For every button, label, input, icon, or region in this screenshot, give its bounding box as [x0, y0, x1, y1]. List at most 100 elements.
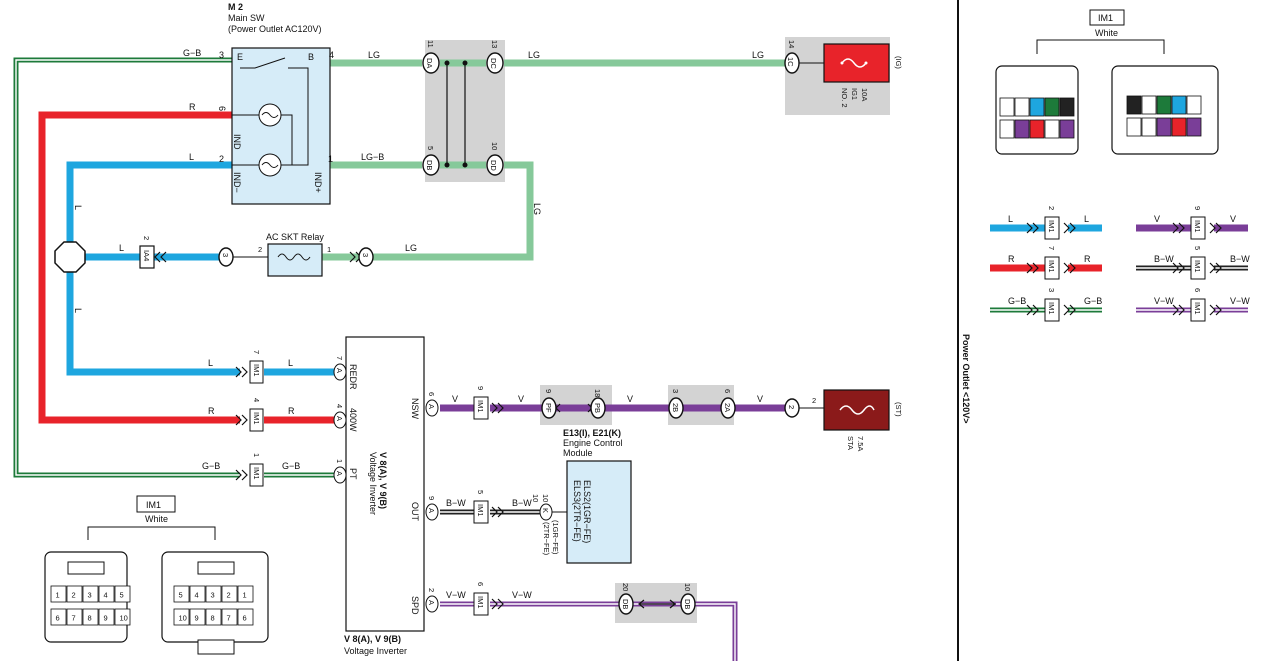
- svg-text:L: L: [208, 358, 213, 368]
- legend-pair-3: R R IM1 7: [990, 246, 1102, 280]
- legend-pair-left-label: L: [1008, 214, 1013, 224]
- right-top-pin-label-4: 2: [227, 591, 231, 600]
- right-top-pin-1: [173, 585, 190, 603]
- main-sw-sub: (Power Outlet AC120V): [228, 24, 322, 34]
- legend-pair-pin: 3: [1047, 288, 1056, 292]
- left-bottom-pin-label-4: 9: [104, 614, 108, 623]
- left-top-pin-5: [114, 585, 131, 603]
- svg-text:1: 1: [327, 245, 331, 254]
- legend-pair-right-label: L: [1084, 214, 1089, 224]
- svg-text:1C: 1C: [786, 57, 795, 67]
- right-top-pin-4: [221, 585, 238, 603]
- wire-label-l-vert1: L: [73, 205, 83, 210]
- svg-text:White: White: [145, 514, 168, 524]
- svg-text:10A: 10A: [860, 88, 869, 101]
- svg-text:STA: STA: [846, 436, 855, 450]
- legend-pair-pin: 6: [1193, 288, 1202, 292]
- left-bottom-pin-3: [82, 608, 99, 626]
- svg-text:PB: PB: [593, 403, 602, 413]
- legend-pair-conn: IM1: [1047, 302, 1056, 315]
- legend-pair-left-label: V−W: [1154, 296, 1174, 306]
- im1-pin-5: IM1 5: [473, 490, 504, 524]
- inverter-pin-400w: A 4 400W: [333, 404, 358, 432]
- right-top-pin-label-3: 3: [211, 591, 215, 600]
- legend-pair-left-label: R: [1008, 254, 1015, 264]
- svg-text:3: 3: [671, 389, 680, 393]
- wire-label-lg-2: LG: [528, 50, 540, 60]
- svg-text:2: 2: [427, 588, 436, 592]
- svg-text:DD: DD: [489, 160, 498, 171]
- inverter-pin-pt: A 1 PT: [333, 459, 358, 484]
- voltage-inverter: V 8(A), V 9(B) Voltage Inverter V 8(A), …: [344, 336, 425, 656]
- wire-r: [38, 111, 335, 424]
- wire-l: [66, 161, 335, 376]
- left-top-pin-label-3: 3: [88, 591, 92, 600]
- legend-pair-right-label: V−W: [1230, 296, 1250, 306]
- fuse-ig-tag: (IG): [894, 56, 903, 69]
- wire-label-lg-vert: LG: [532, 203, 542, 215]
- svg-text:2: 2: [258, 245, 262, 254]
- conn-10-dd: DD 10: [486, 142, 504, 176]
- main-sw-pin-e: E: [237, 52, 243, 62]
- svg-text:2: 2: [812, 396, 816, 405]
- legend-pair-right-label: R: [1084, 254, 1091, 264]
- svg-text:10: 10: [531, 494, 540, 502]
- right-top-pin-label-2: 4: [195, 591, 199, 600]
- sidebar-title: Power Outlet <120V>: [961, 334, 971, 424]
- svg-text:SPD: SPD: [410, 596, 420, 615]
- svg-text:IM1: IM1: [252, 412, 261, 425]
- svg-text:2: 2: [787, 405, 796, 409]
- svg-text:OUT: OUT: [410, 502, 420, 522]
- right-bottom-pin-1: [173, 608, 190, 626]
- im1-pin-4: IM1 4: [235, 398, 264, 432]
- svg-text:4: 4: [252, 398, 261, 402]
- right-top-pin-label-1: 5: [179, 591, 183, 600]
- svg-text:White: White: [1095, 28, 1118, 38]
- legend-right-top-cell-4: [1171, 95, 1187, 115]
- main-sw-num-6: 6: [217, 106, 227, 111]
- conn-2b: 2B 3: [668, 389, 684, 419]
- fuse-st-tag: (ST): [894, 402, 903, 417]
- wire-label-l-vert2: L: [73, 308, 83, 313]
- legend-right-bottom-cell-2: [1141, 117, 1157, 137]
- conn-pb: PB 18: [590, 389, 606, 419]
- legend-left-top-cell-5: [1059, 97, 1075, 117]
- svg-text:IM1: IM1: [252, 467, 261, 480]
- engine-control-module: E13(I), E21(K) Engine Control Module ELS…: [531, 428, 632, 564]
- svg-text:5: 5: [426, 146, 435, 150]
- left-bottom-pin-5: [114, 608, 131, 626]
- left-top-pin-label-1: 1: [56, 591, 60, 600]
- svg-text:A: A: [427, 508, 436, 513]
- legend-pair-conn: IM1: [1047, 260, 1056, 273]
- svg-text:6: 6: [476, 582, 485, 586]
- svg-text:9: 9: [476, 386, 485, 390]
- wire-gb: [13, 57, 335, 478]
- svg-text:V: V: [452, 394, 458, 404]
- fuse-ig: 1C 14 (IG) 10A IG1 NO. 2: [784, 40, 903, 108]
- main-sw-pin-ind-plus: IND+: [313, 172, 323, 193]
- wire-lg: [322, 59, 786, 261]
- legend-left-bottom-cell-1: [999, 119, 1015, 139]
- legend-pair-pin: 7: [1047, 246, 1056, 250]
- svg-text:18: 18: [593, 389, 602, 397]
- svg-text:6: 6: [723, 389, 732, 393]
- legend-pair-pin: 2: [1047, 206, 1056, 210]
- legend-right-top-cell-2: [1141, 95, 1157, 115]
- conn-10-db: DB 10: [680, 583, 696, 615]
- right-bottom-pin-4: [221, 608, 238, 626]
- left-bottom-pin-4: [98, 608, 115, 626]
- svg-text:2: 2: [142, 236, 151, 240]
- main-sw-name: Main SW: [228, 13, 265, 23]
- svg-text:7: 7: [252, 350, 261, 354]
- svg-text:R: R: [288, 406, 295, 416]
- right-top-pin-5: [237, 585, 254, 603]
- inverter-name-inner: Voltage Inverter: [368, 452, 378, 515]
- conn-11-da: DA 11: [422, 40, 440, 74]
- legend-left-bottom-cell-2: [1014, 119, 1030, 139]
- svg-text:B−W: B−W: [512, 498, 532, 508]
- right-bottom-pin-label-1: 10: [179, 614, 187, 623]
